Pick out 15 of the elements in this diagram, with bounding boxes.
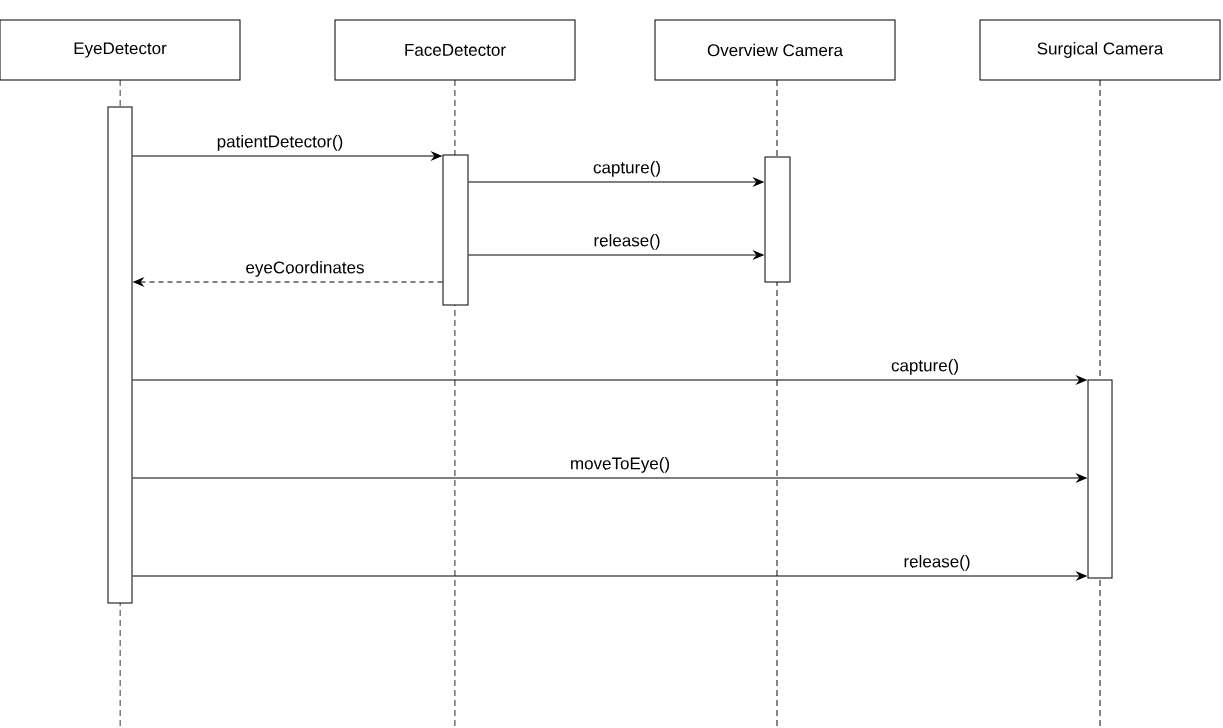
edge-label: eyeCoordinates: [246, 260, 364, 277]
lifeline-header-box: FaceDetector: [334, 19, 576, 81]
edge-label: moveToEye(): [571, 456, 670, 473]
lifeline-header-box: EyeDetector: [0, 19, 241, 81]
edge-label: release(): [594, 233, 660, 250]
edge-label: patientDetector(): [217, 134, 343, 151]
lifeline-header-box: Surgical Camera: [979, 19, 1221, 81]
activation-bar: [442, 154, 469, 306]
activation-bar: [764, 156, 791, 283]
edge-label: capture(): [891, 358, 958, 375]
edge-label: release(): [904, 555, 970, 571]
activation-bar: [1087, 379, 1113, 579]
edge-label: capture(): [593, 160, 660, 177]
activation-bar: [107, 106, 133, 604]
lifeline-header-box: Overview Camera: [654, 19, 896, 81]
